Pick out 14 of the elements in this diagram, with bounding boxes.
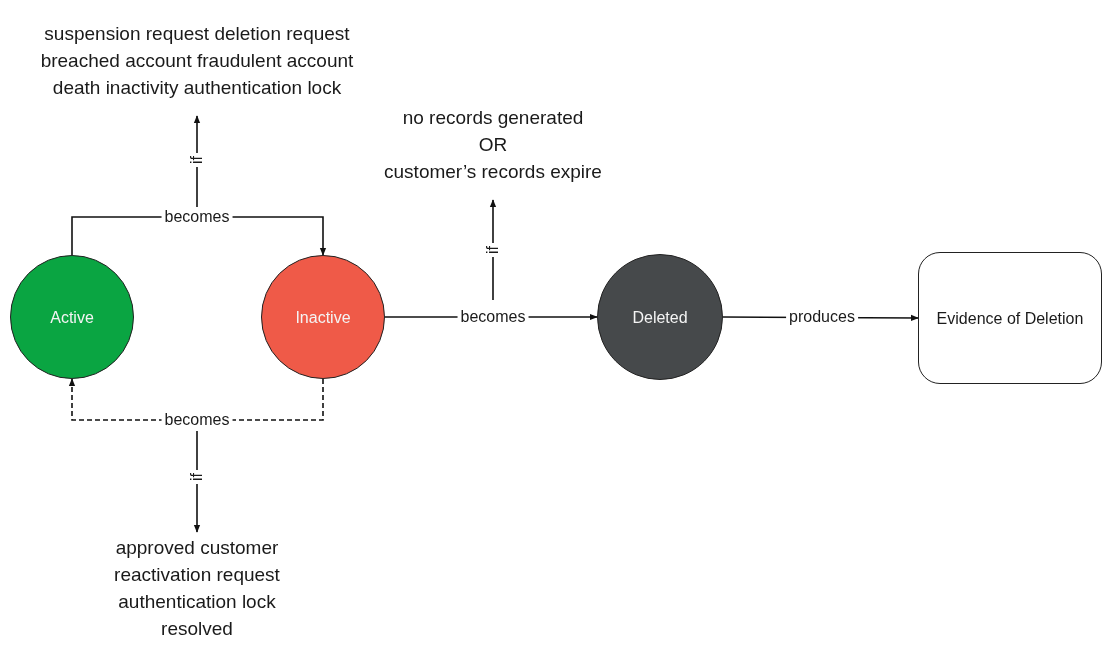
node-text: Deleted (631, 307, 689, 328)
process-box (918, 252, 1102, 384)
node-text: approved customer reactivation request authentication lock resolved (113, 536, 281, 641)
arrow (193, 430, 201, 533)
node-text: Active (49, 307, 95, 328)
node-text: Inactive (294, 307, 352, 328)
node-text: OR (477, 132, 509, 157)
arrow (489, 199, 497, 301)
node-text: customer’s records expire (383, 159, 603, 184)
node-text: suspension request deletion request breached account fraudulent account death inactivity authentication lock (39, 21, 355, 100)
node-text: no records generated (401, 105, 585, 130)
edge-label: produces (786, 308, 858, 326)
node-text: Evidence of Deletion (935, 308, 1085, 329)
arrow (193, 115, 201, 208)
